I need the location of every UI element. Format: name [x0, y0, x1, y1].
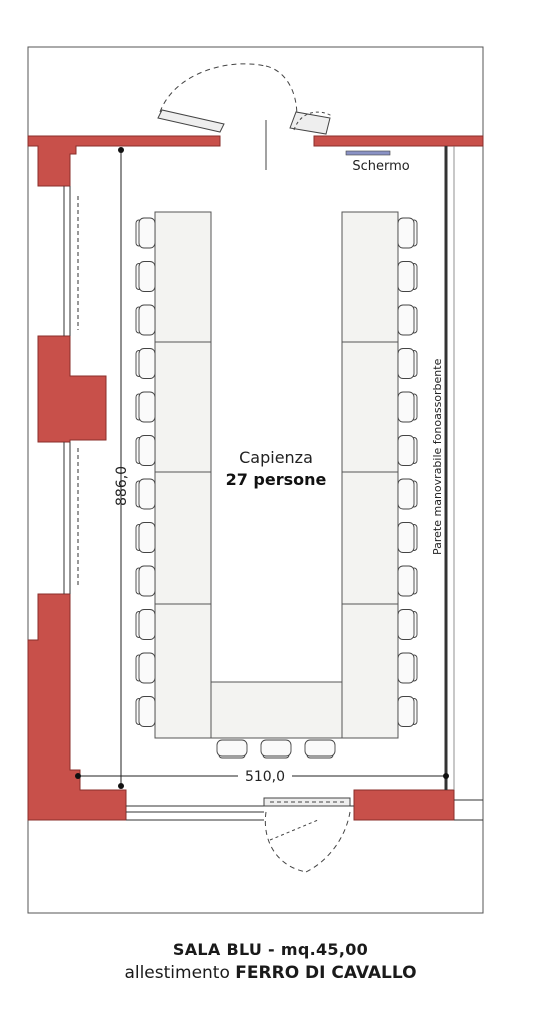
dimension-width-label: 510,0 — [245, 769, 285, 785]
chair — [397, 261, 418, 292]
dimension-height-label: 886,0 — [114, 466, 130, 506]
wall-left-pier — [37, 335, 107, 443]
table-right — [341, 211, 399, 739]
sheet-border — [27, 46, 484, 914]
floor-plan: Schermo Parete manovrabile fonoassorbent… — [27, 46, 484, 914]
wall-bottom-right — [353, 789, 455, 821]
caption-subtitle: allestimento FERRO DI CAVALLO — [0, 963, 541, 983]
door-right-leaf — [289, 111, 331, 135]
chair — [135, 391, 156, 423]
chair — [304, 739, 336, 759]
chair — [397, 609, 418, 640]
walls — [27, 135, 484, 821]
tables — [154, 211, 399, 739]
caption-title: SALA BLU - mq.45,00 — [172, 940, 369, 959]
chair — [397, 435, 418, 466]
wall-top-left — [27, 135, 221, 187]
chair — [397, 217, 418, 249]
chair — [135, 304, 156, 336]
table-left — [154, 211, 212, 739]
chair — [135, 261, 156, 292]
chair — [135, 696, 156, 727]
chair — [135, 217, 156, 249]
door-right-small — [293, 111, 333, 131]
chair — [135, 522, 156, 553]
wall-left-bottom — [27, 593, 127, 821]
movable-wall-label: Parete manovrabile fonoassorbente — [431, 358, 444, 555]
chair — [216, 739, 248, 759]
dimension-width: 510,0 — [75, 769, 449, 785]
chair — [135, 652, 156, 684]
door-right-swing — [265, 65, 298, 127]
chairs — [135, 217, 418, 759]
dimension-height: 886,0 — [114, 147, 130, 789]
bottom-door — [263, 797, 351, 873]
screen-label: Schermo — [352, 159, 409, 174]
wall-lines — [63, 186, 483, 821]
chair — [397, 304, 418, 336]
table-bottom — [210, 681, 343, 739]
chair — [260, 739, 292, 759]
chair — [397, 348, 418, 379]
chair — [135, 348, 156, 379]
chair — [397, 391, 418, 423]
capacity-label: Capienza — [239, 448, 313, 467]
wall-top-right — [313, 135, 484, 147]
chair — [397, 522, 418, 553]
chair — [135, 609, 156, 640]
top-doors — [157, 63, 333, 170]
chair — [135, 435, 156, 466]
capacity-value: 27 persone — [226, 470, 327, 489]
chair — [397, 565, 418, 597]
chair — [135, 565, 156, 597]
chair — [397, 478, 418, 510]
door-left-leaf — [157, 109, 225, 133]
caption-subtitle-setup: FERRO DI CAVALLO — [235, 963, 417, 983]
caption-subtitle-prefix: allestimento — [124, 963, 230, 983]
chair — [397, 652, 418, 684]
chair — [397, 696, 418, 727]
door-left-swing — [159, 63, 266, 113]
chair — [135, 478, 156, 510]
screen: Schermo — [345, 150, 410, 174]
